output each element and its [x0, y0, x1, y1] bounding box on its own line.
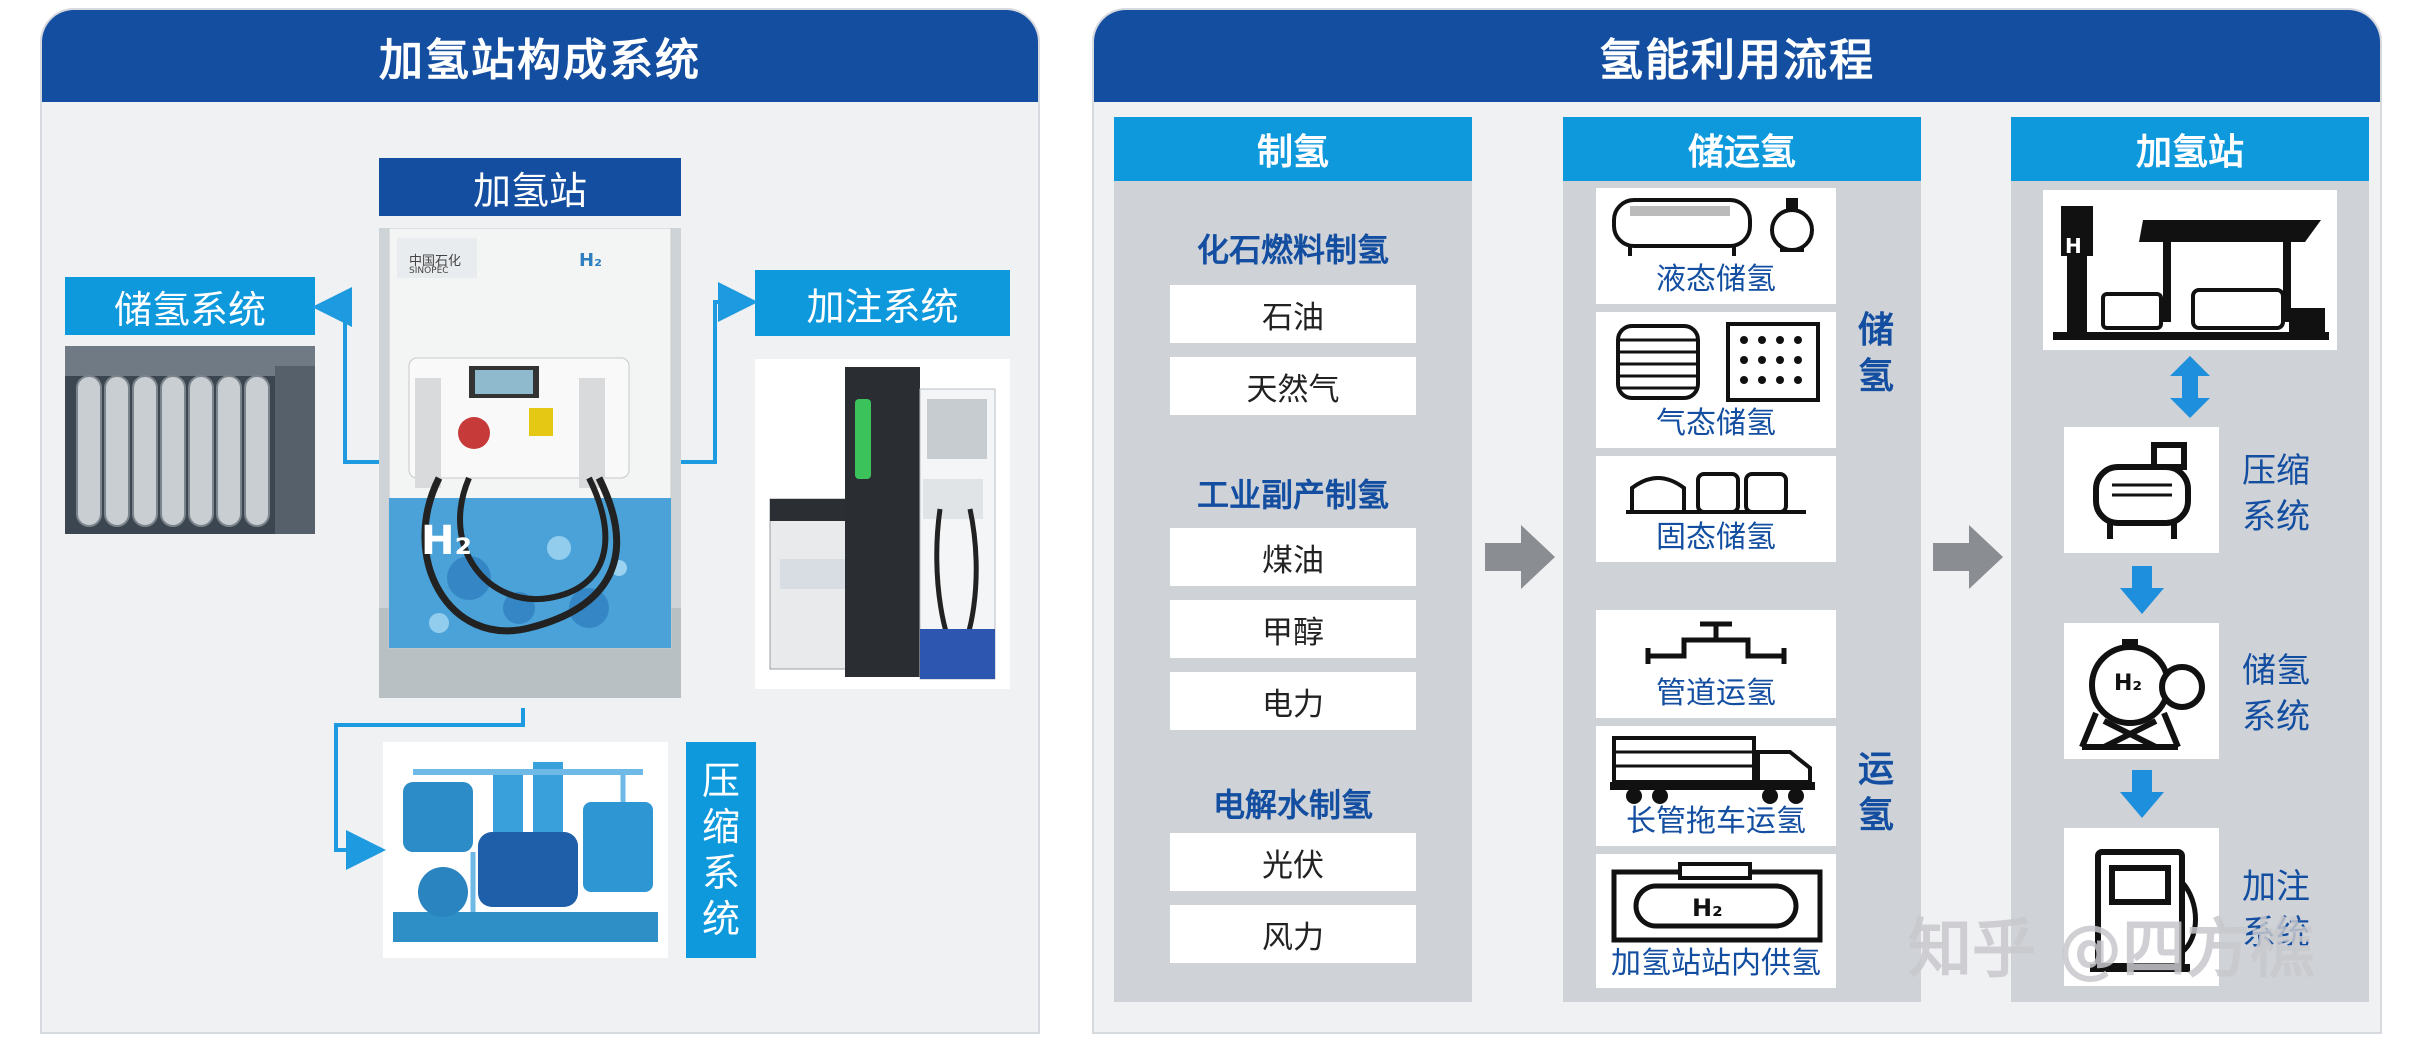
station-step-label-text: 加注系统	[2242, 867, 2310, 953]
left-panel-title: 加氢站构成系统	[42, 10, 1038, 102]
station-step-label-text: 储氢系统	[2242, 651, 2310, 737]
photo-h2-big: H₂	[421, 518, 472, 564]
compression-system-label: 压缩系统	[686, 742, 756, 958]
production-group-title: 工业副产制氢	[1196, 476, 1389, 514]
station-label: 加氢站	[379, 158, 681, 216]
watermark: 知乎 @四方樵	[1908, 913, 2315, 987]
station-step-label: 压缩系统	[2242, 448, 2322, 540]
storage-item-label: 气态储氢	[1656, 406, 1776, 441]
storage-item-label: 液态储氢	[1656, 262, 1776, 297]
photo-h2-small: H₂	[579, 250, 602, 271]
station-step-label: 储氢系统	[2242, 648, 2322, 740]
tube-trailer-icon	[1610, 736, 1815, 804]
compression-system-label-text: 压缩系统	[701, 759, 740, 941]
dispensing-system-photo	[755, 359, 1010, 689]
station-photo: 中国石化 SINOPEC H₂ H₂	[379, 228, 681, 698]
storage-h2-mark: H₂	[2114, 671, 2143, 696]
storage-item-label: 固态储氢	[1656, 520, 1776, 555]
photo-brand-cn: 中国石化	[409, 254, 462, 269]
flow-arrow-icon	[1485, 525, 1555, 589]
transport-card-onsite: H₂ 加氢站站内供氢	[1596, 854, 1836, 988]
flow-arrow-icon	[1933, 525, 2003, 589]
production-item: 光伏	[1170, 833, 1416, 891]
storage-card-solid: 固态储氢	[1596, 456, 1836, 562]
storage-side-label: 储氢	[1857, 310, 1894, 397]
down-arrow-icon	[2120, 770, 2164, 818]
storage-transport-header: 储运氢	[1563, 117, 1921, 181]
gas-cylinder-icon	[1616, 322, 1820, 402]
transport-side-label: 运氢	[1857, 749, 1894, 836]
station-step-compression	[2064, 427, 2219, 553]
station-step-dispensing	[2064, 828, 2219, 986]
station-sign-letter: H	[2065, 234, 2082, 258]
station-step-storage: H₂	[2064, 623, 2219, 759]
compression-system-photo	[383, 742, 668, 958]
onsite-h2-mark: H₂	[1692, 894, 1723, 922]
station-step-label: 加注系统	[2242, 864, 2322, 956]
photo-brand-en: SINOPEC	[409, 266, 449, 276]
production-item: 煤油	[1170, 528, 1416, 586]
production-item: 风力	[1170, 905, 1416, 963]
fuel-station-icon	[2053, 206, 2329, 340]
double-arrow-icon	[2170, 356, 2210, 418]
storage-sphere-icon	[2079, 639, 2205, 750]
compressor-icon	[2093, 442, 2191, 539]
storage-system-photo	[65, 346, 315, 534]
storage-card-gas: 气态储氢	[1596, 312, 1836, 448]
dispensing-system-label: 加注系统	[755, 270, 1010, 336]
production-item: 天然气	[1170, 357, 1416, 415]
production-header: 制氢	[1114, 117, 1472, 181]
production-group-title: 电解水制氢	[1212, 786, 1373, 824]
onsite-tank-icon	[1611, 862, 1823, 943]
left-panel-connectors	[312, 282, 758, 870]
solid-storage-icon	[1626, 472, 1806, 514]
pipeline-icon	[1645, 621, 1787, 664]
storage-system-label: 储氢系统	[65, 277, 315, 335]
station-overview-card: H	[2043, 190, 2337, 350]
transport-item-label: 长管拖车运氢	[1626, 804, 1806, 839]
liquid-tank-icon	[1612, 198, 1814, 256]
production-item: 电力	[1170, 672, 1416, 730]
production-item: 石油	[1170, 285, 1416, 343]
down-arrow-icon	[2120, 566, 2164, 614]
dispenser-icon	[2090, 849, 2198, 972]
station-header: 加氢站	[2011, 117, 2369, 181]
transport-item-label: 加氢站站内供氢	[1611, 946, 1821, 981]
right-panel-title: 氢能利用流程	[1094, 10, 2380, 102]
storage-card-liquid: 液态储氢	[1596, 188, 1836, 304]
production-group-title: 化石燃料制氢	[1196, 231, 1389, 269]
production-item: 甲醇	[1170, 600, 1416, 658]
transport-item-label: 管道运氢	[1656, 676, 1776, 711]
transport-card-tube-trailer: 长管拖车运氢	[1596, 726, 1836, 846]
transport-card-pipeline: 管道运氢	[1596, 610, 1836, 718]
station-step-label-text: 压缩系统	[2242, 451, 2310, 537]
